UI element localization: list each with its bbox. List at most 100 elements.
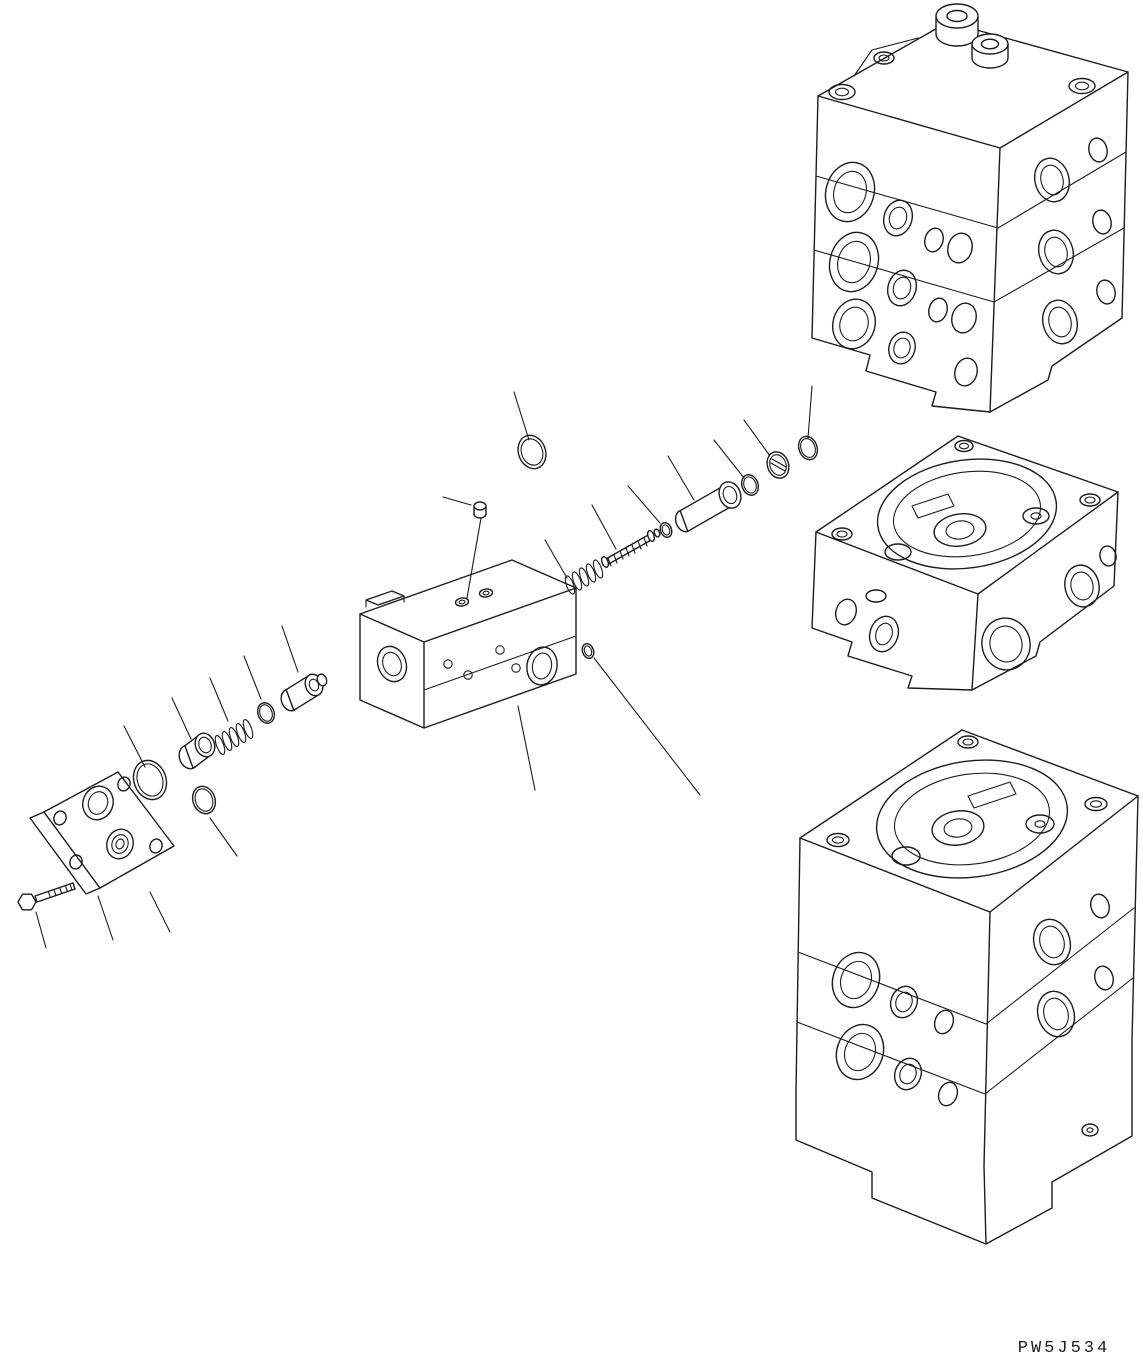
drawing-code: PW5J534 [1018, 1339, 1110, 1358]
base-edge [983, 1165, 987, 1245]
front-vertical-edge [989, 147, 1001, 413]
housing-top-hole-inner [458, 599, 466, 605]
middle-valve-section [811, 435, 1119, 691]
port-bore [892, 276, 912, 300]
port [824, 161, 876, 223]
port-bore [839, 306, 869, 342]
plate-bolt-hole [53, 810, 67, 826]
o-ring-large [132, 759, 168, 801]
bolt-hole-inner [836, 530, 848, 538]
housing-top-hole [454, 597, 470, 607]
port [1041, 299, 1079, 345]
spool-end [646, 530, 656, 542]
o-ring-second [191, 785, 217, 815]
port [954, 357, 978, 387]
spring-coil [221, 730, 233, 752]
port [868, 615, 900, 653]
pilot-hole [884, 543, 912, 561]
o-ring-spool [659, 522, 673, 538]
valve-housing [359, 559, 577, 729]
plate-port-thread [115, 838, 125, 850]
port-bore [893, 337, 911, 359]
spring-left [214, 718, 254, 756]
plate-port-inner [111, 834, 129, 854]
housing-left-bore-inner [382, 651, 402, 677]
leader-line [97, 895, 114, 941]
port [933, 1009, 955, 1035]
bore-face-inner [893, 772, 1051, 866]
leader-line [209, 677, 229, 722]
front-vertical-edge [983, 911, 991, 1167]
bolt-hole [1084, 796, 1108, 812]
spring-seat-cup [178, 732, 216, 770]
pilot-hole [1022, 507, 1050, 525]
bolt-hole [826, 832, 850, 848]
bore-face-outer [875, 759, 1069, 879]
o-ring-outer [132, 759, 168, 801]
port-bore [875, 622, 893, 646]
center-bore [933, 513, 987, 547]
port [1094, 965, 1114, 991]
lower-valve-block [795, 729, 1139, 1245]
upper-valve-block [811, 3, 1129, 413]
spool-tip [653, 528, 661, 538]
o-ring-inner [194, 788, 214, 812]
boss-top [971, 33, 1009, 55]
bolt-hole [954, 439, 974, 453]
bolt-boss [1068, 77, 1096, 95]
plate-bolt-hole [69, 854, 83, 870]
plug-slot [770, 458, 787, 472]
plate-bolt-hole [149, 838, 163, 854]
leader-line [591, 504, 617, 550]
port [928, 297, 948, 323]
port [1064, 564, 1100, 608]
port [834, 598, 858, 626]
o-ring-end [797, 435, 819, 461]
leader-line [149, 891, 171, 933]
bolt-hole-inner [1084, 496, 1096, 504]
spring-coil [571, 571, 583, 591]
spring-coil [242, 718, 254, 740]
housing-front-hole [495, 645, 505, 655]
o-ring-inner [136, 763, 164, 797]
section-silhouette [811, 435, 1119, 691]
spring-coil [214, 734, 226, 756]
bolt-hole [878, 54, 890, 62]
port [889, 985, 919, 1019]
bolt-boss [873, 51, 895, 65]
o-ring-inner [583, 645, 593, 657]
bolt-boss [828, 83, 856, 101]
leader-line [209, 817, 238, 857]
port [937, 1081, 959, 1107]
leader-line-long [593, 657, 701, 796]
pilot-hole [865, 589, 887, 603]
slotted-plug [766, 451, 790, 479]
port [1092, 209, 1112, 235]
port-bore [839, 960, 873, 1000]
port [1090, 893, 1110, 919]
boss-hole [946, 9, 968, 23]
o-ring-top [517, 434, 547, 470]
sleeve-bore [722, 485, 738, 505]
spring-coil [585, 563, 597, 583]
port-bore [1044, 236, 1068, 268]
port [947, 232, 973, 264]
bore-face-inner [892, 470, 1042, 558]
housing-boss-sides [365, 595, 405, 608]
set-screw [466, 501, 487, 599]
port-bore [989, 625, 1023, 663]
port [1032, 918, 1072, 966]
leader-line [743, 419, 771, 457]
bolt-hole-inner [962, 738, 974, 746]
port [1088, 137, 1108, 163]
housing-feature-line [423, 635, 577, 691]
leader-line [713, 439, 745, 479]
plate-bore [82, 785, 114, 821]
port-bore [843, 1032, 877, 1072]
port [1099, 545, 1117, 567]
port-bore [1043, 997, 1069, 1031]
valve-sleeve [674, 481, 742, 533]
o-ring-sleeve [740, 474, 760, 496]
bolt-head [17, 893, 37, 911]
o-ring-inner [800, 438, 816, 458]
